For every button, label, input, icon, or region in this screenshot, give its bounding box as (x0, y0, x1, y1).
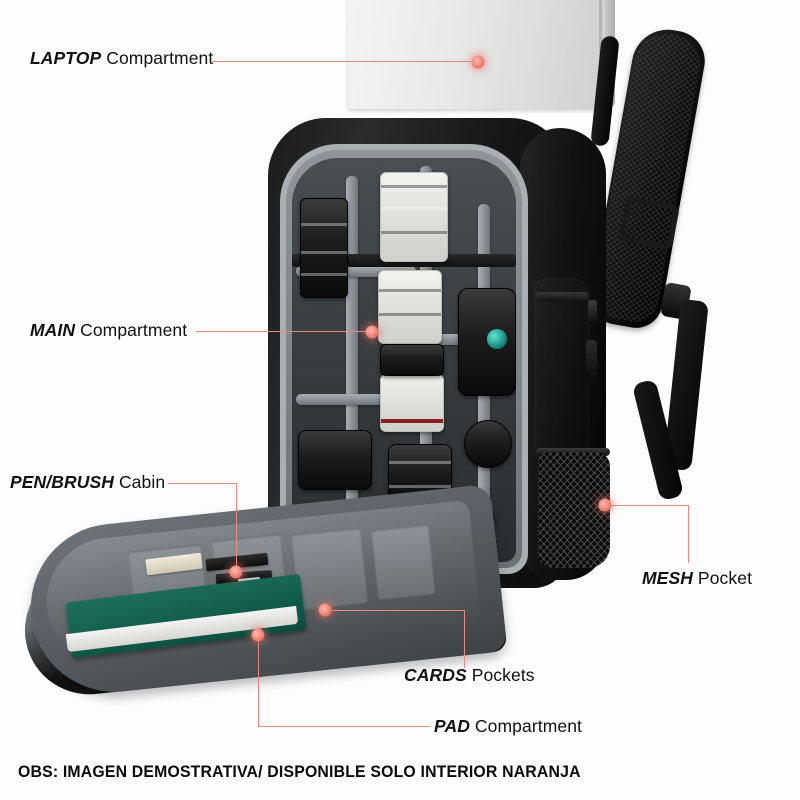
callout-dot-pad (251, 628, 265, 642)
callout-keyword-main: MAIN (30, 320, 76, 340)
card-pocket-4 (370, 524, 436, 600)
lens-white-mid (378, 270, 442, 344)
callout-dot-mesh (598, 498, 612, 512)
lens-cap (464, 420, 512, 468)
divider-horizontal-2 (296, 394, 416, 405)
callout-line-cards-v (464, 610, 466, 668)
callout-label-main: MAIN Compartment (30, 320, 187, 341)
callout-line-penbrush-h (168, 483, 237, 485)
product-photo (18, 0, 710, 701)
side-pocket-lip (536, 292, 588, 301)
callout-rest-pad: Compartment (469, 716, 583, 736)
callout-label-pad: PAD Compartment (434, 716, 582, 737)
callout-dot-penbrush (229, 565, 243, 579)
callout-rest-laptop: Compartment (101, 48, 214, 68)
lens-white-large (380, 172, 448, 262)
callout-line-cards-h (325, 610, 465, 612)
callout-label-laptop: LAPTOP Compartment (30, 48, 213, 69)
mesh-pocket (538, 452, 610, 568)
lens-black-left (300, 198, 348, 298)
callout-rest-mesh: Pocket (692, 568, 753, 588)
camera-body (458, 288, 516, 396)
callout-line-pad-v (258, 635, 260, 727)
callout-line-mesh-h (605, 505, 689, 507)
callout-keyword-mesh: MESH (642, 568, 693, 588)
callout-rest-main: Compartment (75, 320, 188, 340)
callout-rest-cards: Pockets (466, 665, 535, 685)
callout-keyword-penbrush: PEN/BRUSH (10, 472, 114, 492)
callout-label-mesh: MESH Pocket (642, 568, 752, 589)
callout-dot-main (365, 325, 379, 339)
callout-rest-penbrush: Cabin (113, 472, 166, 492)
callout-line-mesh-v (688, 505, 690, 563)
lens-black-mid (380, 344, 444, 376)
side-pocket (534, 278, 590, 458)
callout-keyword-pad: PAD (434, 716, 470, 736)
divider-horizontal-1 (296, 266, 416, 277)
callout-dot-cards (318, 603, 332, 617)
callout-label-penbrush: PEN/BRUSH Cabin (10, 472, 165, 493)
callout-line-penbrush-v (236, 483, 238, 573)
callout-line-main (196, 331, 372, 333)
lens-white-lower (380, 374, 444, 432)
callout-keyword-laptop: LAPTOP (30, 48, 102, 68)
laptop-illustration (348, 0, 615, 109)
callout-keyword-cards: CARDS (404, 665, 467, 685)
dslr-camera (298, 430, 372, 490)
usb-cable-tab (586, 340, 597, 382)
callout-line-laptop (212, 61, 478, 63)
usb-port (588, 300, 597, 322)
callout-label-cards: CARDS Pockets (404, 665, 535, 686)
footnote-text: OBS: IMAGEN DEMOSTRATIVA/ DISPONIBLE SOL… (18, 762, 581, 781)
callout-dot-laptop (471, 55, 485, 69)
callout-line-pad-h (258, 726, 430, 728)
